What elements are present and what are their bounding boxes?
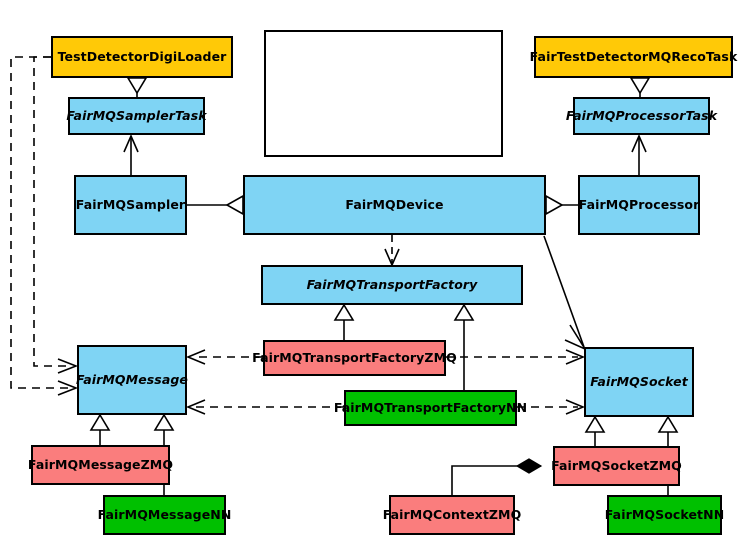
node-label: FairMQMessageZMQ	[27, 456, 174, 472]
node-label: FairMQProcessor	[578, 196, 700, 212]
edge-device-depends-transportfactory	[384, 235, 400, 267]
edge-digiloader-generalizes-samplertask	[126, 77, 148, 97]
node-label: FairMQDevice	[345, 196, 444, 212]
node-fairmq-message-nn[interactable]: FairMQMessageNN	[98, 495, 231, 535]
node-label: FairMQTransportFactoryNN	[333, 399, 528, 415]
node-fairmq-socket-zmq[interactable]: FairMQSocketZMQ	[551, 446, 682, 486]
edge-messagezmq-generalizes-message	[89, 413, 111, 445]
node-test-detector-digi-loader[interactable]: TestDetectorDigiLoader	[51, 36, 233, 78]
node-label: FairMQContextZMQ	[382, 506, 522, 522]
node-fairmq-message[interactable]: FairMQMessage	[76, 345, 189, 415]
node-label: FairMQProcessorTask	[565, 107, 718, 123]
node-label: FairMQSampler	[75, 196, 186, 212]
node-label: TestDetectorDigiLoader	[57, 48, 227, 64]
edge-sampler-uses-samplertask	[123, 134, 139, 175]
node-label: FairMQTransportFactory	[306, 276, 478, 292]
node-label: FairMQMessage	[76, 371, 189, 387]
edge-factorynn-depends-message	[185, 399, 344, 415]
edge-socketzmq-generalizes-socket	[584, 415, 606, 446]
node-fairmq-sampler-task[interactable]: FairMQSamplerTask	[66, 97, 207, 135]
node-label: FairMQSamplerTask	[66, 107, 207, 123]
node-label: FairMQSocketNN	[604, 506, 725, 522]
node-label: FairMQSocket	[590, 373, 688, 389]
edge-factorynn-generalizes-factory	[453, 303, 475, 390]
node-fair-test-detector-mq-reco-task[interactable]: FairTestDetectorMQRecoTask	[530, 36, 737, 78]
edge-device-uses-socket	[543, 235, 588, 351]
edge-processor-generalizes-device	[545, 194, 578, 216]
edge-factoryzmq-generalizes-factory	[333, 303, 355, 340]
node-fairmq-sampler[interactable]: FairMQSampler	[74, 175, 187, 235]
node-fairmq-transport-factory[interactable]: FairMQTransportFactory	[261, 265, 523, 305]
node-fairmq-processor-task[interactable]: FairMQProcessorTask	[566, 97, 717, 135]
node-fairmq-message-zmq[interactable]: FairMQMessageZMQ	[27, 445, 174, 485]
node-fairmq-context-zmq[interactable]: FairMQContextZMQ	[383, 495, 521, 535]
edge-sampler-generalizes-device	[187, 194, 244, 216]
node-label: FairTestDetectorMQRecoTask	[529, 48, 738, 64]
edge-processor-uses-processortask	[631, 134, 647, 175]
node-fairmq-transport-factory-zmq[interactable]: FairMQTransportFactoryZMQ	[252, 340, 457, 376]
node-fairmq-socket[interactable]: FairMQSocket	[584, 347, 694, 417]
node-label: FairMQSocketZMQ	[551, 457, 682, 473]
edge-contextzmq-composes-socketzmq	[451, 458, 543, 495]
node-label: FairMQMessageNN	[97, 506, 232, 522]
edge-factoryzmq-depends-socket	[446, 349, 586, 365]
edge-recotask-generalizes-processortask	[629, 77, 651, 97]
node-fairmq-processor[interactable]: FairMQProcessor	[578, 175, 700, 235]
node-fairmq-socket-nn[interactable]: FairMQSocketNN	[604, 495, 725, 535]
node-label: FairMQTransportFactoryZMQ	[252, 349, 457, 365]
node-fairmq-transport-factory-nn[interactable]: FairMQTransportFactoryNN	[334, 390, 527, 426]
node-fairmq-device[interactable]: FairMQDevice	[243, 175, 546, 235]
legend-panel	[264, 30, 503, 157]
